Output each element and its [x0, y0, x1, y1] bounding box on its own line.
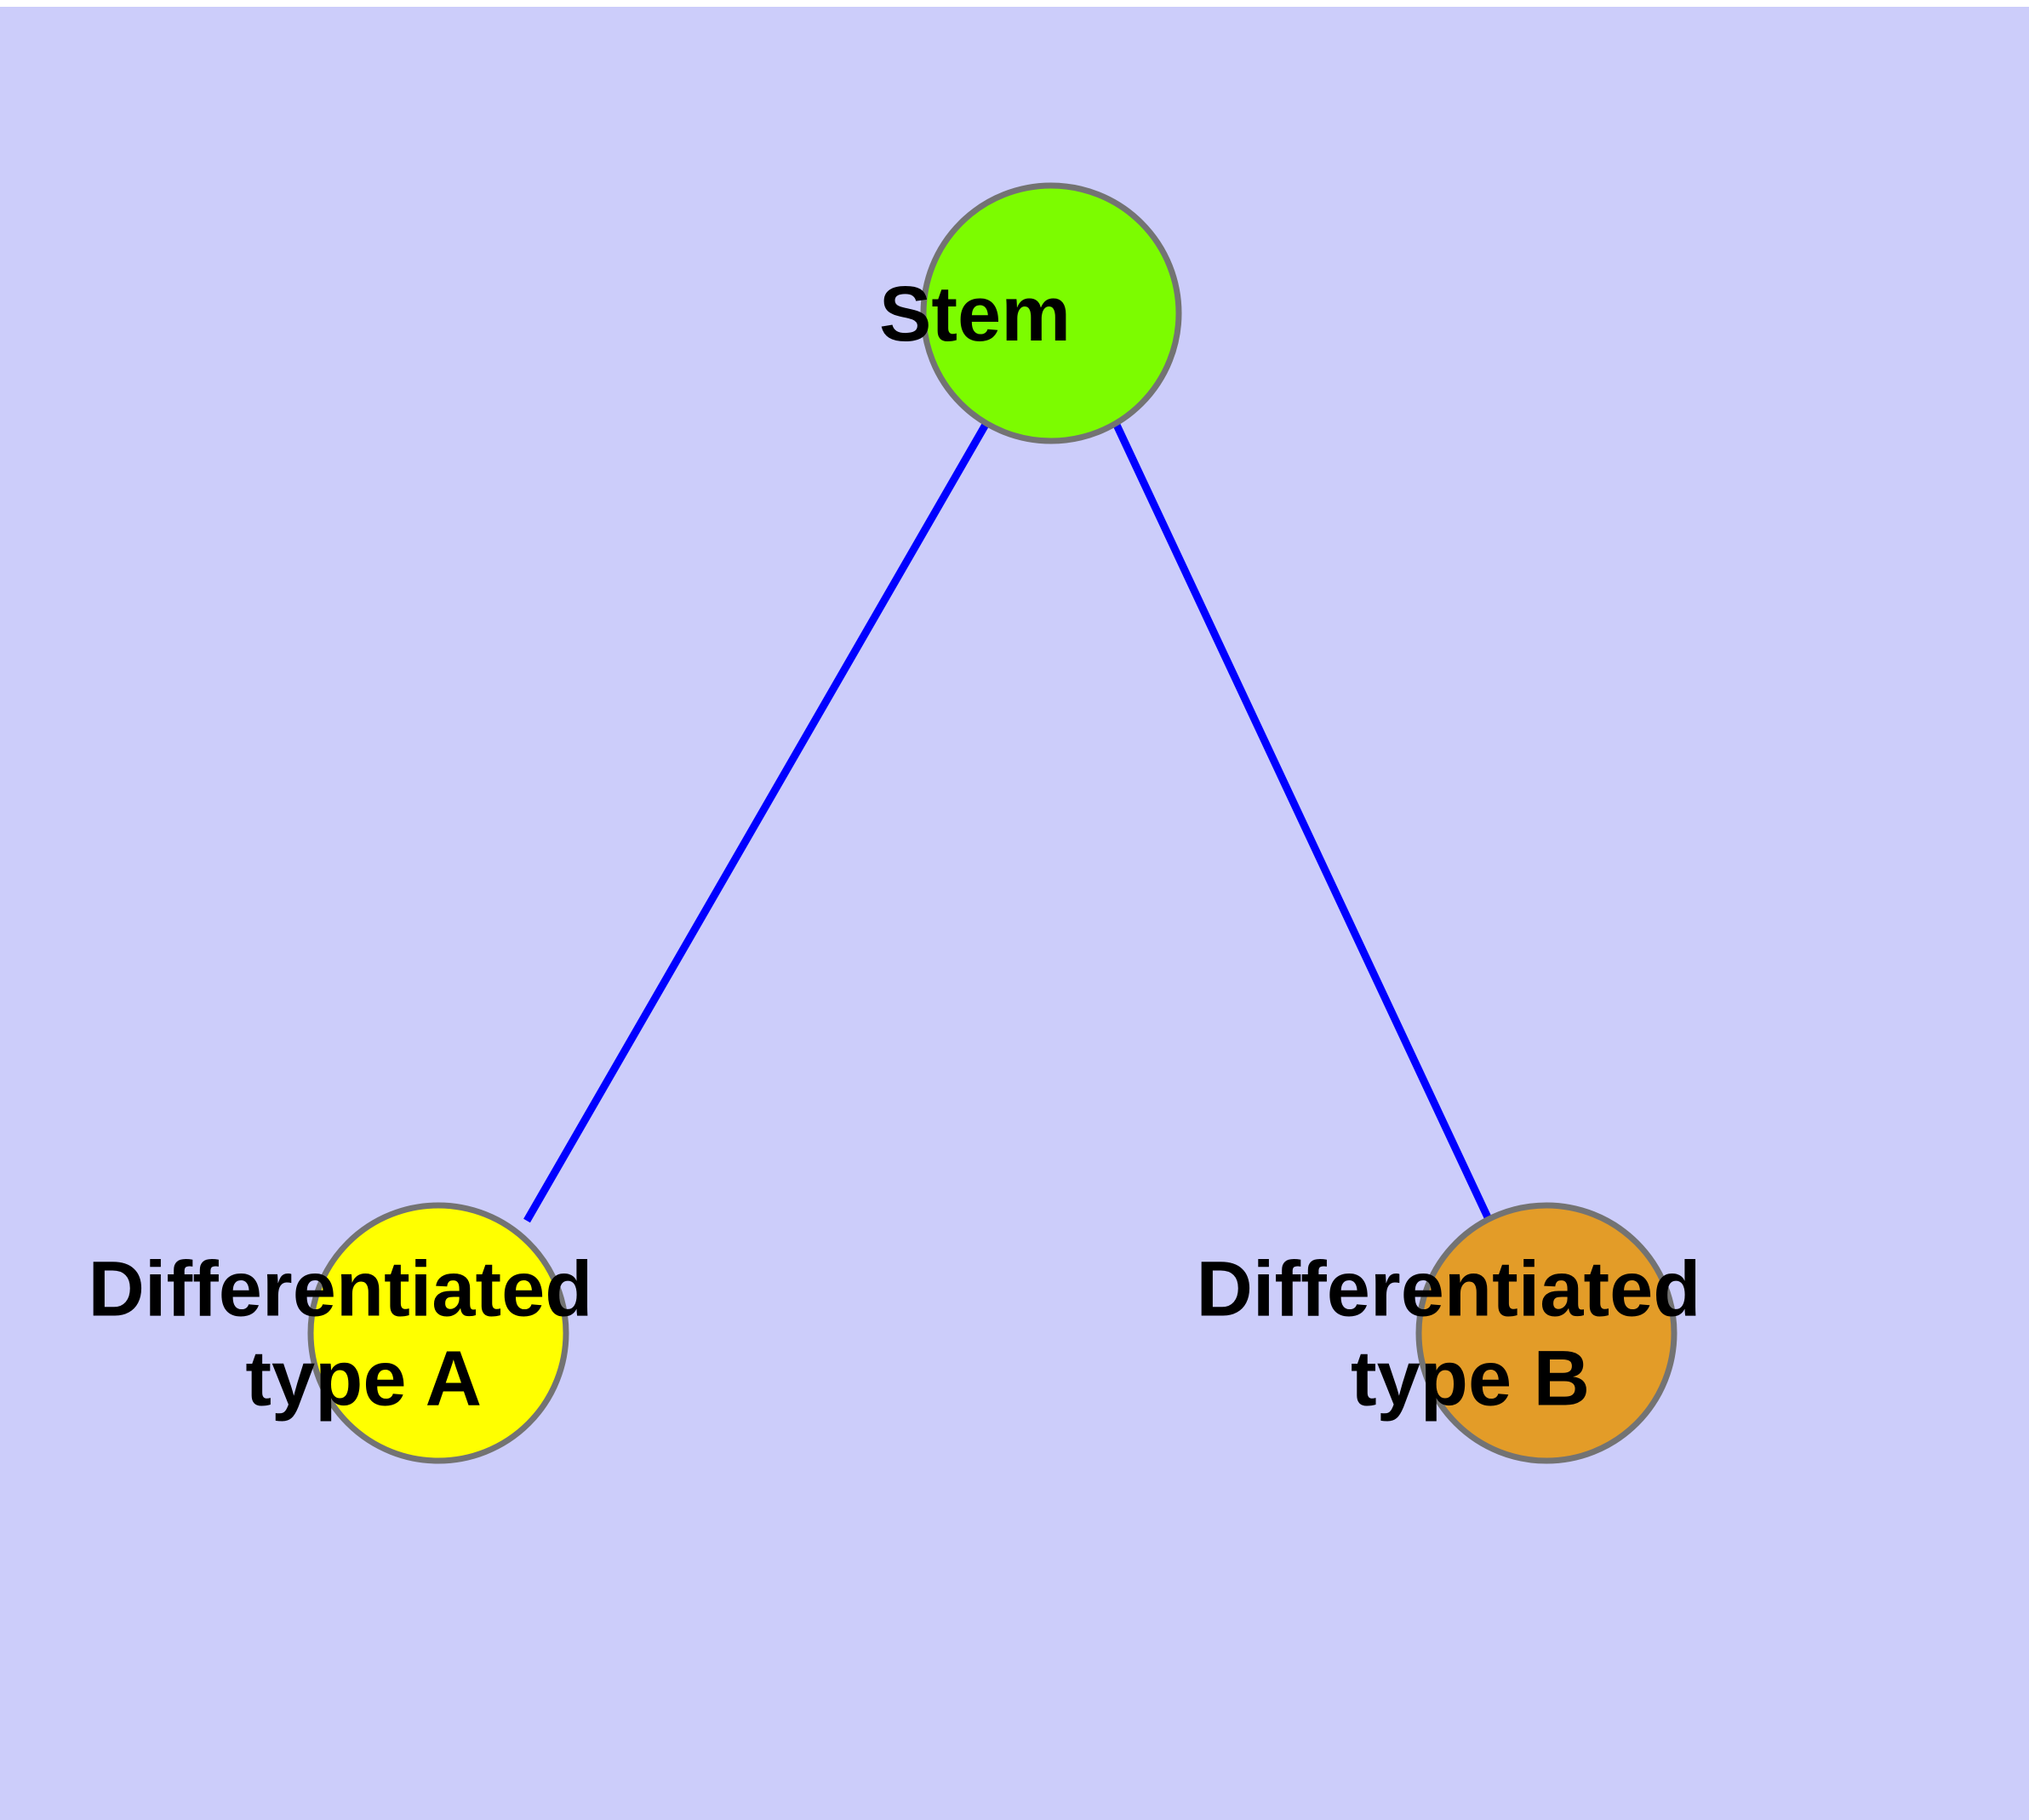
- node-circle-stem[interactable]: [920, 182, 1182, 444]
- edge-stem-to-differentiated-type-b[interactable]: [1112, 421, 1492, 1219]
- node-label-differentiated-type-a: Differentiated type A: [88, 0, 788, 1422]
- node-label-differentiated-type-a-line2: type A: [245, 1336, 480, 1422]
- edge-layer: [523, 421, 1492, 1223]
- node-label-stem-line1: Stem: [879, 271, 1071, 358]
- node-label-differentiated-type-a-line1: Differentiated: [88, 1246, 592, 1333]
- node-label-differentiated-type-b: Differentiated type B: [1196, 0, 1896, 1422]
- node-circle-differentiated-type-b[interactable]: [1415, 1202, 1677, 1464]
- node-label-differentiated-type-b-line2: type B: [1351, 1336, 1590, 1422]
- node-shape-layer: [307, 182, 1677, 1464]
- node-label-stem: Stem: [879, 0, 1223, 358]
- node-label-differentiated-type-b-line1: Differentiated: [1196, 1246, 1700, 1333]
- node-label-layer: Stem Differentiated type A Differentiate…: [88, 0, 1896, 1422]
- edge-stem-to-differentiated-type-a[interactable]: [523, 421, 990, 1223]
- node-circle-differentiated-type-a[interactable]: [307, 1202, 569, 1464]
